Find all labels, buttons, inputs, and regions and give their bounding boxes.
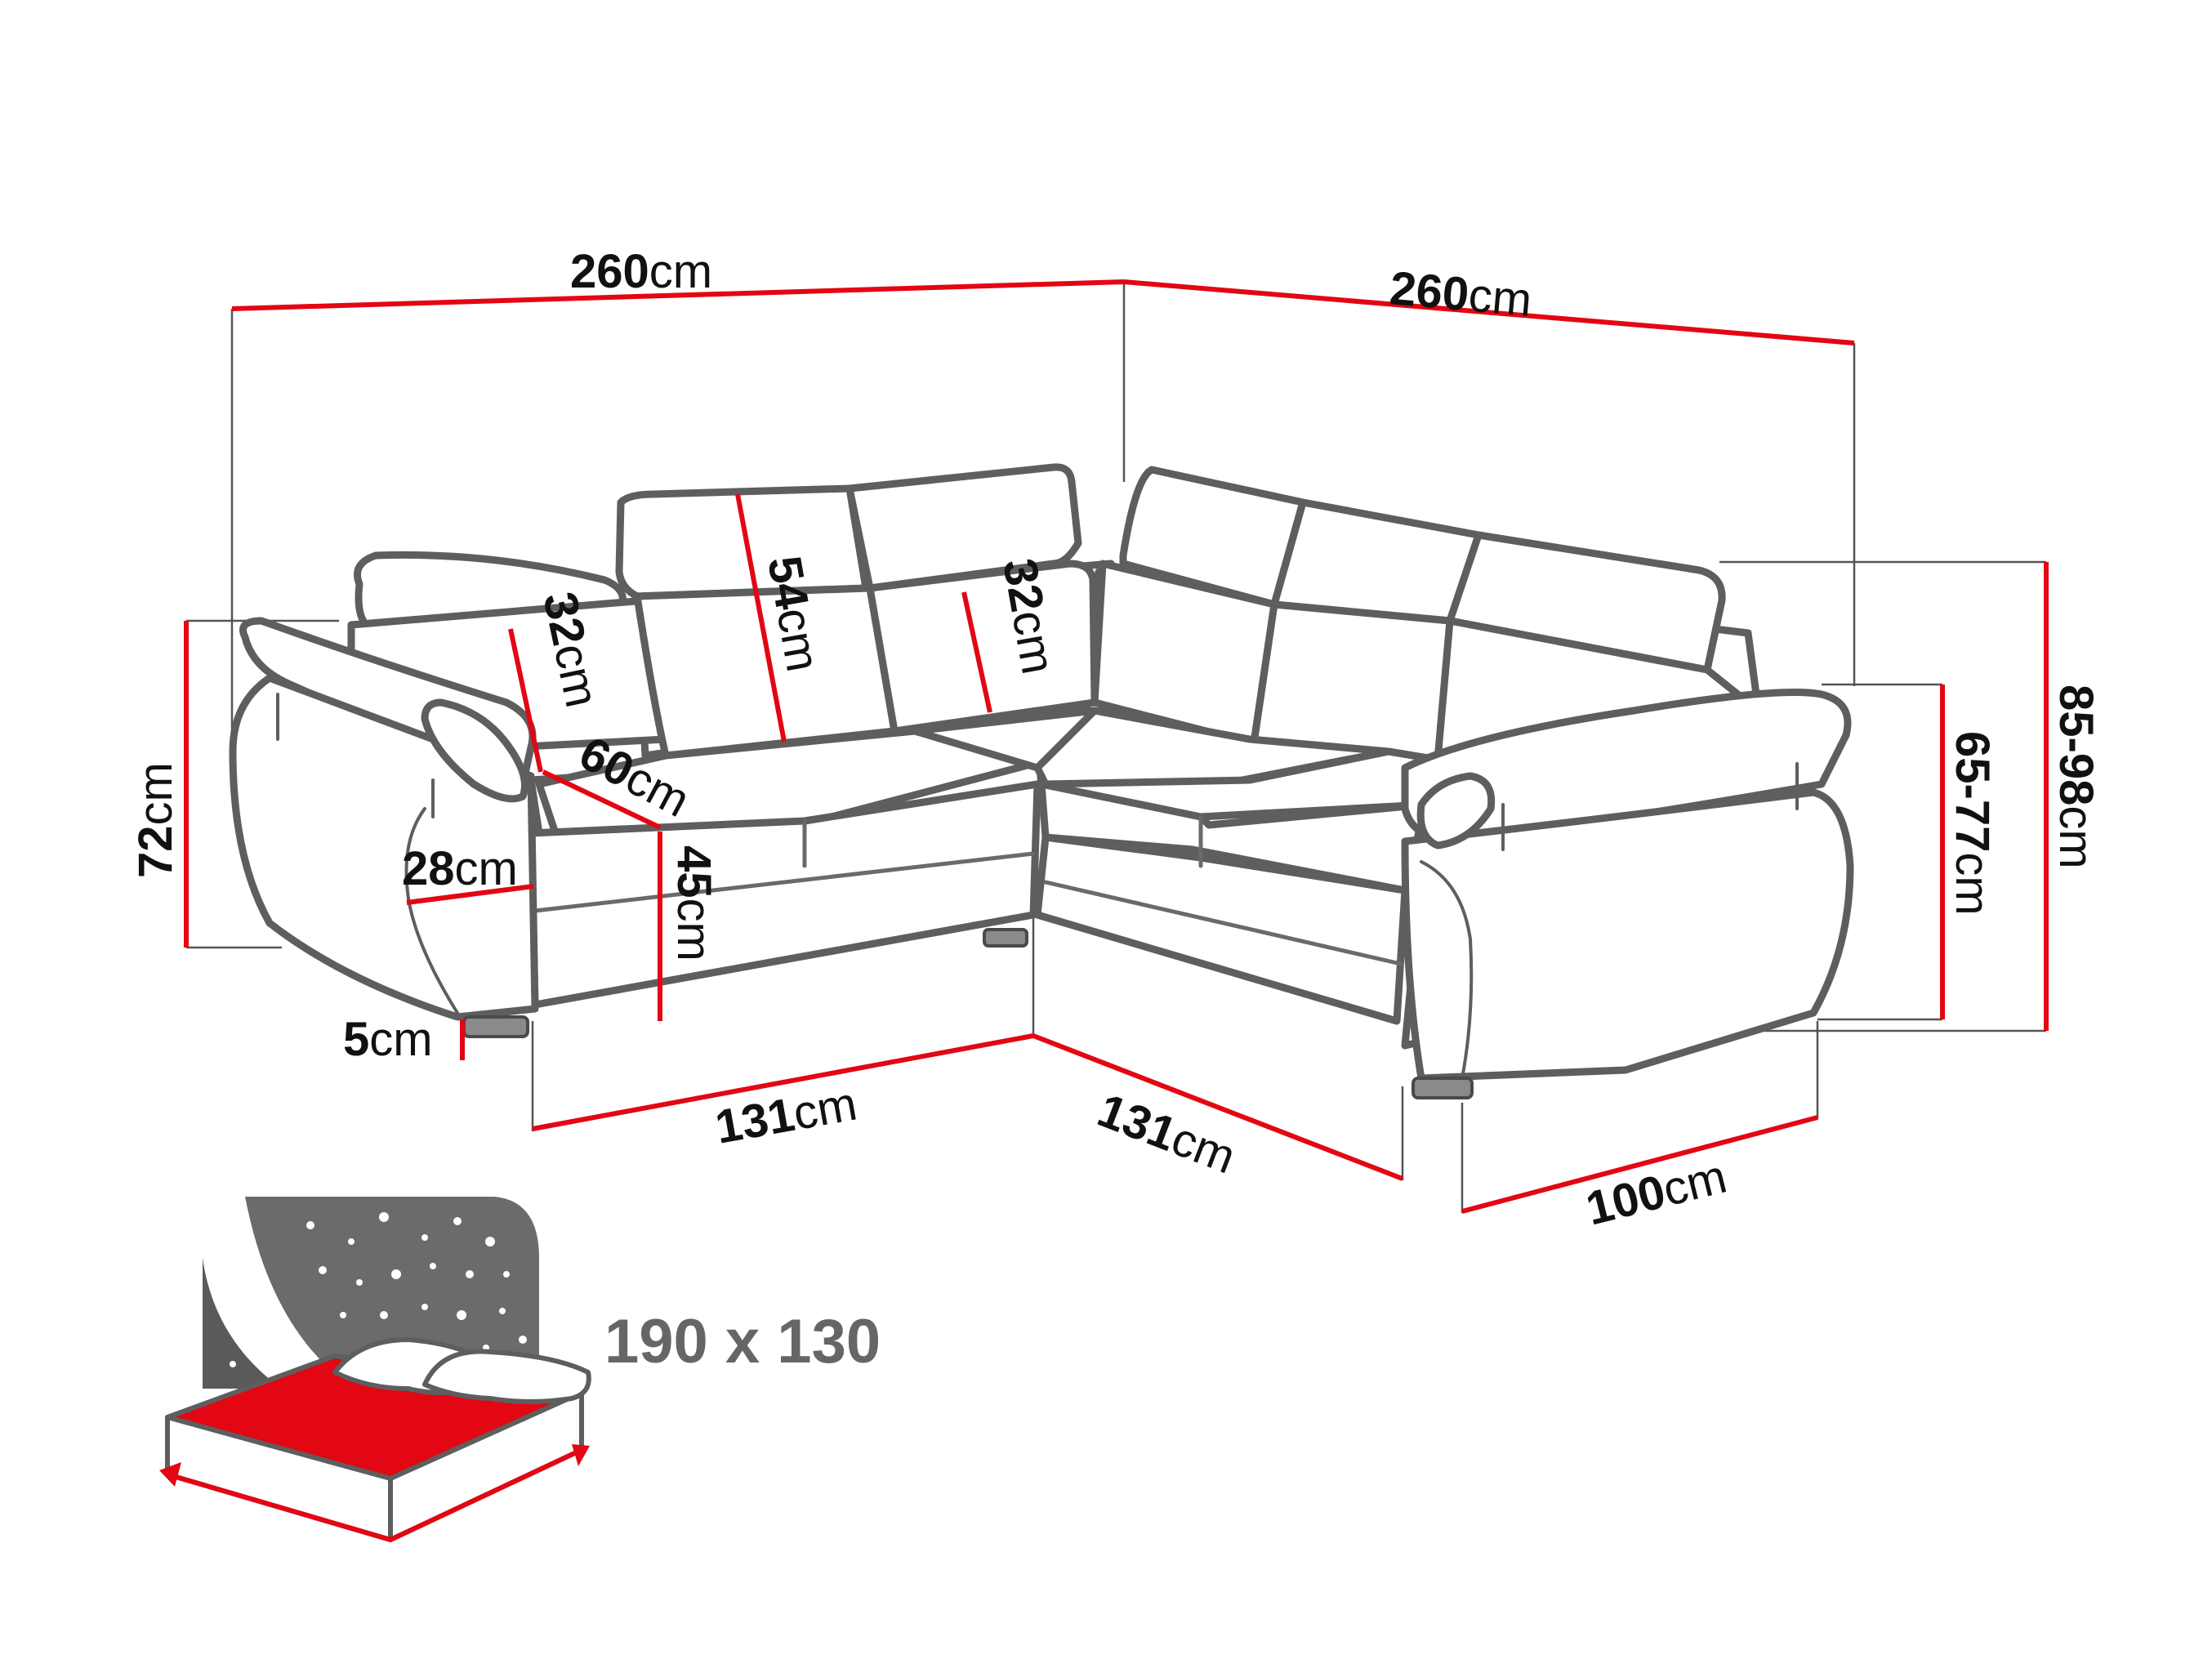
label-tilt-right: 32cm [992, 555, 1065, 678]
label-front-right: 131cm [1090, 1083, 1242, 1184]
dim-line-arm-width [406, 884, 534, 905]
dim-line-front-left [532, 1033, 1034, 1131]
label-seat-height: 45cm [667, 845, 720, 961]
bed-icon [159, 1197, 591, 1543]
pillow-icon [422, 1349, 591, 1404]
label-arm-width: 28cm [402, 842, 518, 895]
dim-line-headrest [735, 493, 787, 743]
dim-line-width-right [1123, 279, 1855, 346]
label-back-height: 65-77cm [1946, 731, 1999, 916]
dim-line-front-right [1032, 1033, 1404, 1181]
label-max-height: 85-98cm [2049, 685, 2103, 869]
label-arm-height: 72cm [129, 762, 182, 878]
dim-line-seat-depth [542, 769, 662, 830]
sleeping-area-label: 190 x 130 [604, 1307, 881, 1376]
dim-line-width-left [231, 279, 1125, 311]
label-headrest-height: 54cm [757, 552, 830, 676]
dimension-lines [184, 279, 2049, 1214]
night-sky-panel [245, 1197, 539, 1380]
night-sky-shadow [203, 1258, 282, 1389]
dim-line-depth [1461, 1115, 1818, 1214]
label-width-right: 260cm [1388, 261, 1534, 327]
star-icon [221, 1212, 527, 1367]
label-leg-height: 5cm [343, 1013, 433, 1066]
sofa-outline [229, 463, 1854, 1099]
dim-line-tilt-right [961, 591, 992, 713]
label-width-left: 260cm [570, 245, 712, 298]
dim-line-tilt-left [508, 628, 543, 773]
label-tilt-left: 32cm [533, 587, 609, 711]
extension-lines [186, 282, 2046, 1213]
label-front-left: 131cm [711, 1077, 861, 1154]
